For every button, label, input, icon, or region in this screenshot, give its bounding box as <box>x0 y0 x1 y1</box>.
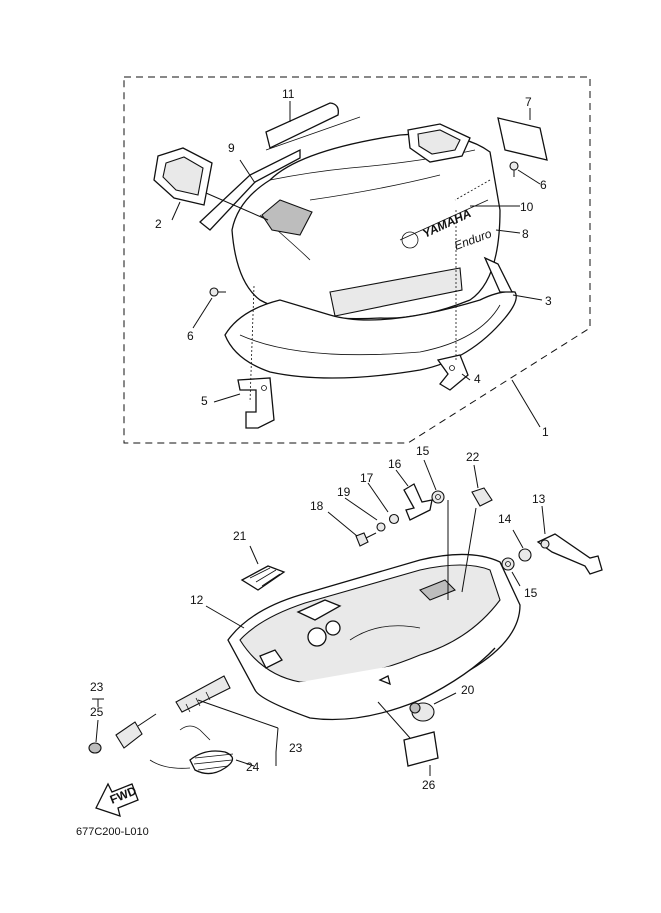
part-11-decal <box>265 102 339 149</box>
callout-23a: 23 <box>90 680 104 694</box>
part-25-cap-assembly <box>88 713 157 754</box>
callout-5: 5 <box>201 394 208 408</box>
part-2-vent-grommet <box>153 147 213 206</box>
callout-17: 17 <box>360 471 374 485</box>
assembly-boundary <box>123 76 591 444</box>
part-6-screw-right <box>509 161 519 177</box>
callout-12: 12 <box>190 593 204 607</box>
part-14-washer <box>518 548 532 562</box>
part-26-label <box>403 731 439 767</box>
part-18-bolt <box>355 532 377 547</box>
part-19-washer <box>376 522 386 532</box>
callout-8: 8 <box>522 227 529 241</box>
part-5-bracket <box>237 377 275 429</box>
callout-10: 10 <box>520 200 534 214</box>
callout-7: 7 <box>525 95 532 109</box>
callout-15a: 15 <box>416 444 430 458</box>
part-22-clip <box>471 487 493 507</box>
callout-25: 25 <box>90 705 104 719</box>
part-15-bushing-lower <box>501 557 515 571</box>
callout-22: 22 <box>466 450 480 464</box>
callout-18: 18 <box>310 499 324 513</box>
leader-lines <box>92 101 546 776</box>
callout-15b: 15 <box>524 586 538 600</box>
callout-3: 3 <box>545 294 552 308</box>
callout-2: 2 <box>155 217 162 231</box>
fwd-arrow: FWD <box>95 782 139 817</box>
callout-13: 13 <box>532 492 546 506</box>
part-8-top-cowl <box>231 123 501 320</box>
callout-6a: 6 <box>540 178 547 192</box>
callout-19: 19 <box>337 485 351 499</box>
callout-1: 1 <box>542 425 549 439</box>
callout-6b: 6 <box>187 329 194 343</box>
part-20-plug <box>409 702 435 722</box>
part-7-label <box>497 117 548 161</box>
part-3-seal <box>224 256 517 379</box>
part-15-bushing-upper <box>431 490 445 504</box>
diagram-code: 677C200-L010 <box>76 826 149 838</box>
callout-20: 20 <box>461 683 475 697</box>
part-23-stop-switch <box>175 675 231 713</box>
callout-4: 4 <box>474 372 481 386</box>
callout-numbers: 1 2 3 4 5 6 6 7 8 9 10 11 12 13 14 15 15… <box>90 87 552 792</box>
part-13-lever <box>536 533 603 575</box>
callout-23b: 23 <box>289 741 303 755</box>
part-17-washer <box>388 513 400 525</box>
part-6-screw-left <box>209 287 226 297</box>
part-12-bottom-cowl <box>227 553 521 721</box>
callout-16: 16 <box>388 457 402 471</box>
callout-26: 26 <box>422 778 436 792</box>
part-21-grommet <box>240 565 286 591</box>
part-4-bracket <box>436 354 469 391</box>
callout-9: 9 <box>228 141 235 155</box>
part-11-decal-lower <box>265 116 361 151</box>
part-16-plate <box>403 483 433 521</box>
part-24-lanyard <box>149 725 234 775</box>
callout-24: 24 <box>246 760 260 774</box>
callout-14: 14 <box>498 512 512 526</box>
callout-21: 21 <box>233 529 247 543</box>
callout-11: 11 <box>282 87 295 101</box>
